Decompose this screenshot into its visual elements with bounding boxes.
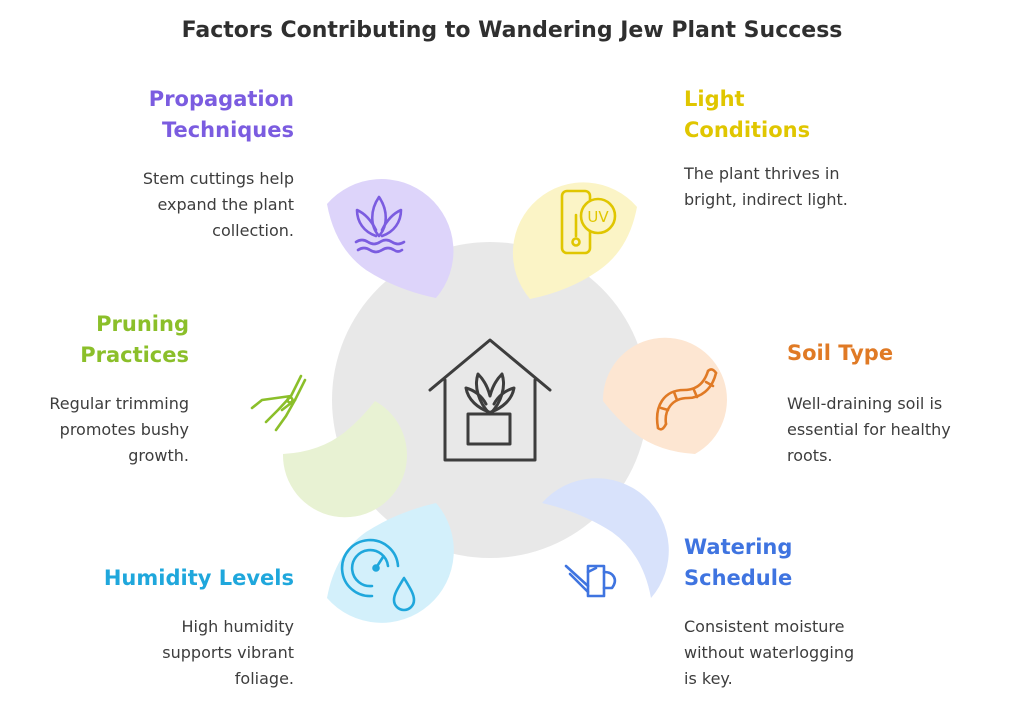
humidity-drop	[327, 503, 454, 623]
propagation-description: Stem cuttings help expand the plant coll…	[142, 169, 294, 240]
uv-meter-icon	[560, 189, 617, 255]
watering-description: Consistent moisture without waterlogging…	[684, 617, 855, 688]
soil-description: Well-draining soil is essential for heal…	[787, 394, 951, 465]
watering-heading: Watering Schedule	[684, 535, 793, 590]
watering-drop	[542, 478, 669, 598]
pruning-shears-icon	[250, 374, 307, 432]
pruning-heading: Pruning Practices	[80, 312, 189, 367]
earthworm-icon	[655, 368, 718, 431]
house-plant-icon	[428, 338, 552, 462]
humidity-description: High humidity supports vibrant foliage.	[162, 617, 294, 688]
propagation-drop	[327, 179, 454, 298]
pruning-description: Regular trimming promotes bushy growth.	[49, 394, 189, 465]
light-drop	[512, 182, 637, 299]
light-description: The plant thrives in bright, indirect li…	[684, 164, 848, 209]
light-heading: Light Conditions	[684, 87, 811, 142]
lotus-icon	[354, 195, 406, 254]
pruning-drop	[282, 401, 407, 518]
humidity-heading: Humidity Levels	[103, 566, 294, 590]
soil-heading: Soil Type	[787, 341, 894, 365]
humidity-gauge-icon	[340, 538, 416, 612]
diagram-title: Factors Contributing to Wandering Jew Pl…	[181, 18, 843, 43]
watering-can-icon	[564, 564, 617, 598]
uv-label: UV	[587, 208, 609, 226]
propagation-heading: Propagation Techniques	[148, 87, 294, 142]
central-hub	[332, 242, 648, 558]
